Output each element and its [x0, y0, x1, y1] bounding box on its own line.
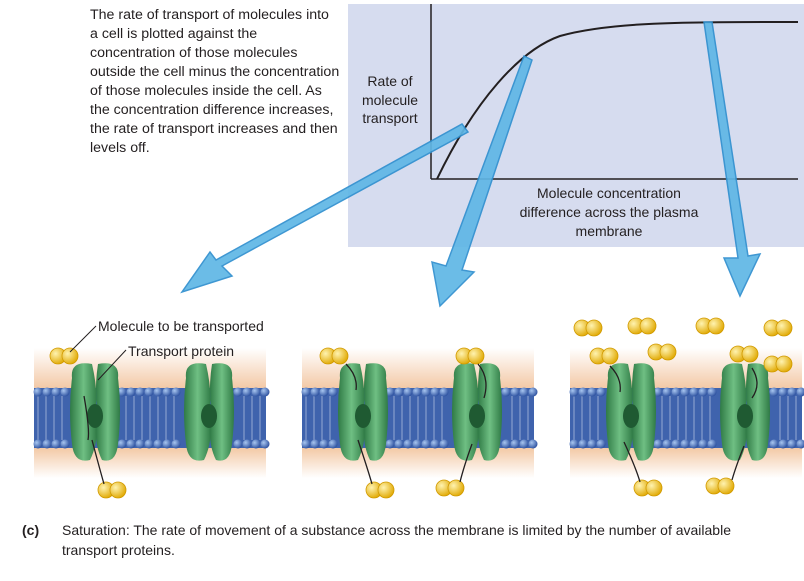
arrow-to-high	[703, 21, 762, 298]
caption-text: Saturation: The rate of movement of a su…	[62, 522, 731, 558]
caption-tag: (c)	[22, 522, 40, 538]
figure-caption: (c) Saturation: The rate of movement of …	[22, 520, 782, 560]
x-axis-label: Molecule concentration difference across…	[519, 185, 699, 239]
molecule-label: Molecule to be transported	[98, 318, 264, 334]
arrow-to-medium	[431, 54, 533, 308]
intro-text: The rate of transport of molecules into …	[90, 7, 340, 156]
transport-protein-label: Transport protein	[128, 343, 235, 359]
arrow-to-low	[180, 123, 470, 294]
y-axis-label: Rate of molecule transport	[361, 73, 419, 126]
